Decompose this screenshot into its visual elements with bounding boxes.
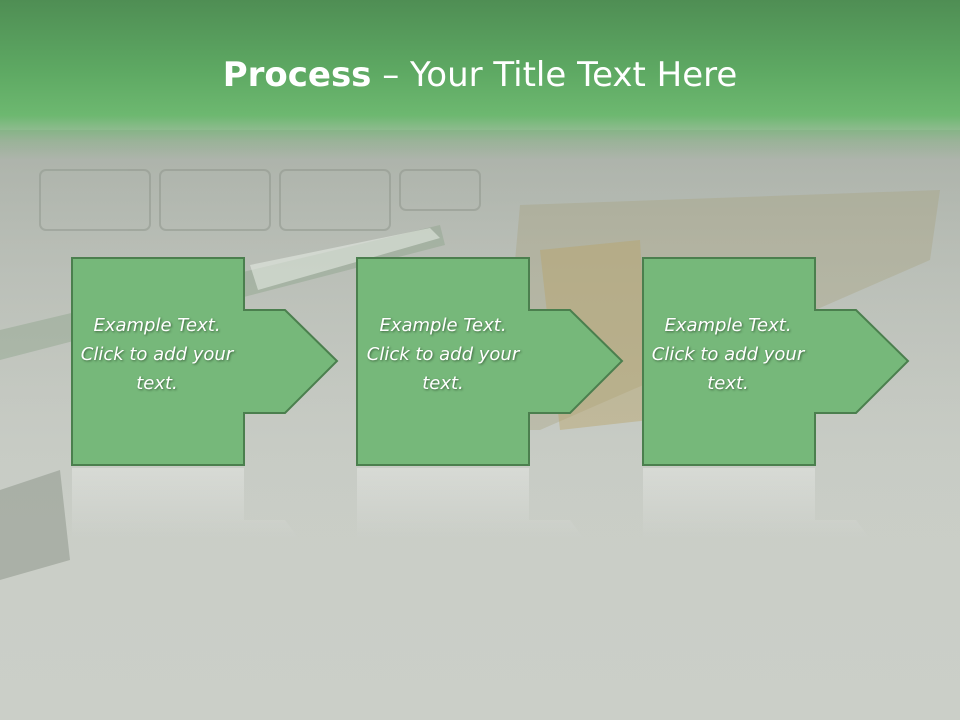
title-bold: Process <box>222 55 372 95</box>
step-1-shape[interactable] <box>71 257 339 540</box>
step-1-text[interactable]: Example Text. Click to add your text. <box>80 315 234 394</box>
step-3-shape[interactable] <box>642 257 910 540</box>
step-2-shape[interactable] <box>356 257 624 540</box>
step-2-text[interactable]: Example Text. Click to add your text. <box>366 315 520 394</box>
header-band <box>0 0 960 160</box>
step-3-text[interactable]: Example Text. Click to add your text. <box>651 315 805 394</box>
slide-title: Process – Your Title Text Here <box>0 52 960 98</box>
title-rest: – Your Title Text Here <box>371 55 738 95</box>
